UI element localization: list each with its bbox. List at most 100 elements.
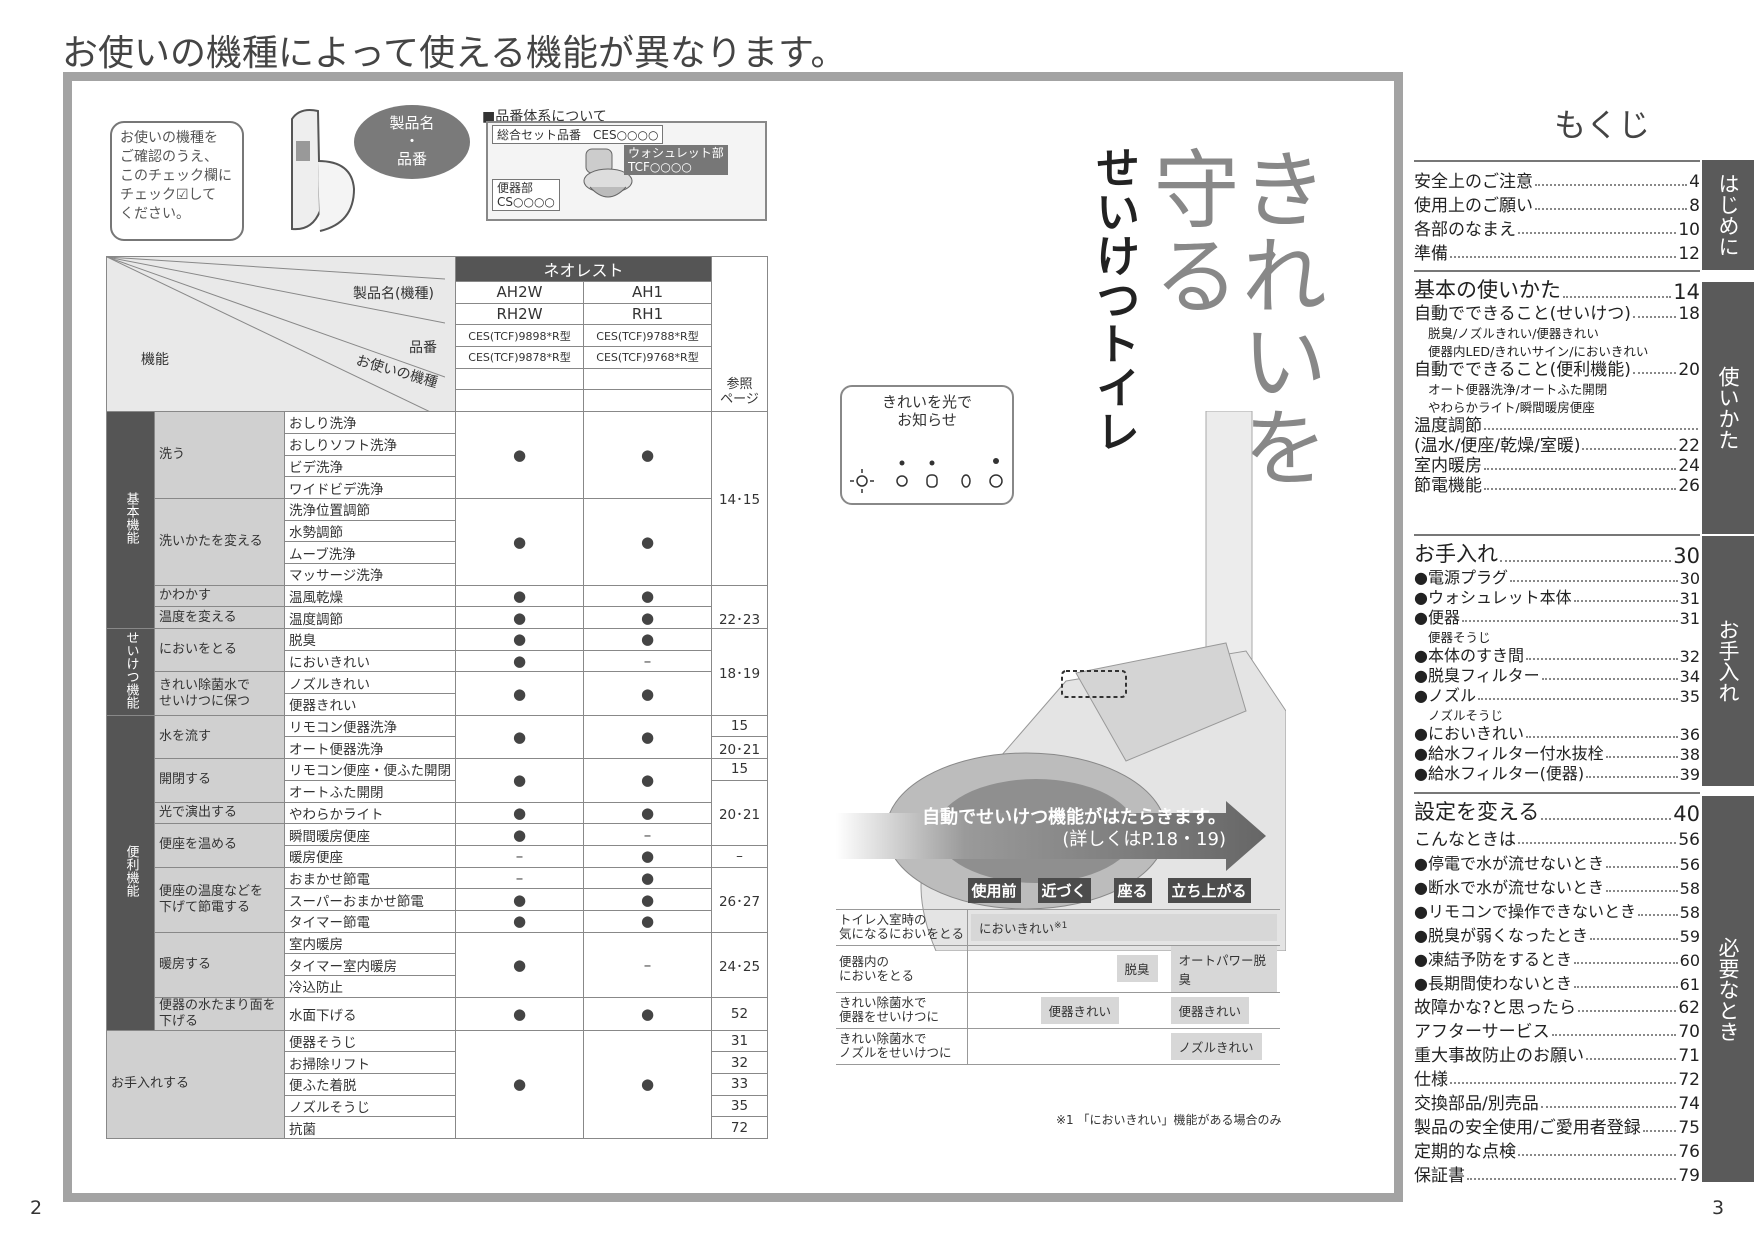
toc-entry[interactable]: 温度調節	[1414, 416, 1700, 436]
tab-help[interactable]: 必要なとき	[1702, 796, 1754, 1182]
toc-entry[interactable]: 安全上のご注意 4	[1414, 168, 1700, 192]
toc-entry[interactable]: 便器内LED/きれいサイン/においきれい	[1414, 342, 1700, 360]
toc-entry-page: 61	[1679, 975, 1700, 994]
check-cell-4[interactable]	[583, 389, 712, 413]
callout-line-2: ・	[404, 132, 420, 150]
toc-entry-label: 設定を変える	[1414, 800, 1540, 824]
func-row: 便器きれい	[284, 693, 456, 716]
toc-entry-label: 安全上のご注意	[1414, 172, 1533, 192]
check-instruction-bubble: お使いの機種を ご確認のうえ、 このチェック欄に チェック☑して ください。	[110, 121, 244, 241]
banner-sub: (詳しくはP.18・19)	[1062, 829, 1226, 850]
func-row: 温度調節	[284, 606, 456, 629]
toc-entry[interactable]: ノズルそうじ	[1414, 706, 1700, 724]
washlet-code: TCF○○○○	[628, 160, 692, 174]
toc-entry-page: 22	[1678, 436, 1700, 456]
ref-page: 35	[711, 1094, 768, 1118]
model-2a: AH1	[583, 281, 712, 304]
check-cell-2[interactable]	[583, 367, 712, 391]
group-open-close: 開閉する	[154, 758, 285, 803]
toc-entry-page: 4	[1689, 172, 1700, 192]
dot: ●	[455, 497, 584, 586]
tab-care[interactable]: お手入れ	[1702, 536, 1754, 786]
group-wash: 洗う	[154, 411, 285, 499]
toc-entry-label: やわらかライト/瞬間暖房便座	[1428, 400, 1595, 415]
toc-entry[interactable]: やわらかライト/瞬間暖房便座	[1414, 398, 1700, 416]
group-flush: 水を流す	[154, 714, 285, 760]
toc-entry-page: 12	[1678, 244, 1700, 264]
toc-entry-page: 75	[1678, 1118, 1700, 1138]
dot: ●	[455, 996, 584, 1031]
toc-entry[interactable]: 便器そうじ	[1414, 628, 1700, 646]
toc-entry-page: 72	[1678, 1070, 1700, 1090]
tab-usage[interactable]: 使いかた	[1702, 282, 1754, 534]
toc-entry-page: 71	[1678, 1046, 1700, 1066]
func-row: 便ふた着脱	[284, 1073, 456, 1096]
toc-entry[interactable]: ●給水フィルター(便器)39	[1414, 764, 1700, 784]
check-cell-1[interactable]	[455, 367, 584, 391]
group-power-save: 便座の温度などを 下げて節電する	[154, 866, 285, 933]
category-convenience: 便利機能	[106, 714, 155, 1031]
toc-entry[interactable]: 脱臭/ノズルきれい/便器きれい	[1414, 324, 1700, 342]
dot: ●	[455, 649, 584, 673]
dot: ●	[583, 497, 712, 586]
dot: ●	[583, 996, 712, 1031]
toc-entry-label: ●脱臭フィルター	[1414, 666, 1540, 685]
tab-intro[interactable]: はじめに	[1702, 160, 1754, 270]
func-row: おしりソフト洗浄	[284, 432, 456, 456]
toc-entry-label: 便器そうじ	[1428, 630, 1491, 645]
toc-entry[interactable]: 自動でできること(せいけつ)18	[1414, 304, 1700, 324]
toc-entry-label: お手入れ	[1414, 542, 1498, 566]
toilet-icon	[926, 474, 938, 488]
leader-dots	[1632, 316, 1677, 318]
leader-dots	[1586, 1058, 1677, 1060]
leaf-icon	[961, 474, 971, 488]
toc-entry-label: ●リモコンで操作できないとき	[1414, 902, 1636, 921]
toc-entry-label: ●給水フィルター(便器)	[1414, 764, 1585, 783]
func-row: 冷込防止	[284, 975, 456, 998]
diag-function: 機能	[141, 352, 169, 368]
leader-dots	[1535, 184, 1688, 186]
dash: –	[583, 931, 712, 998]
check-cell-3[interactable]	[455, 389, 584, 413]
ref-page: 20･21	[711, 779, 768, 846]
divider	[1414, 160, 1700, 162]
toc-entry[interactable]: (温水/便座/乾燥/室暖)22	[1414, 436, 1700, 456]
toc-entry[interactable]: オート便器洗浄/オートふた開閉	[1414, 380, 1700, 398]
leader-dots	[1540, 1106, 1677, 1108]
phase-stand: 立ち上がる	[1167, 878, 1251, 904]
toc-entry-page: 62	[1678, 998, 1700, 1018]
toc-entry[interactable]: 自動でできること(便利機能)20	[1414, 360, 1700, 380]
